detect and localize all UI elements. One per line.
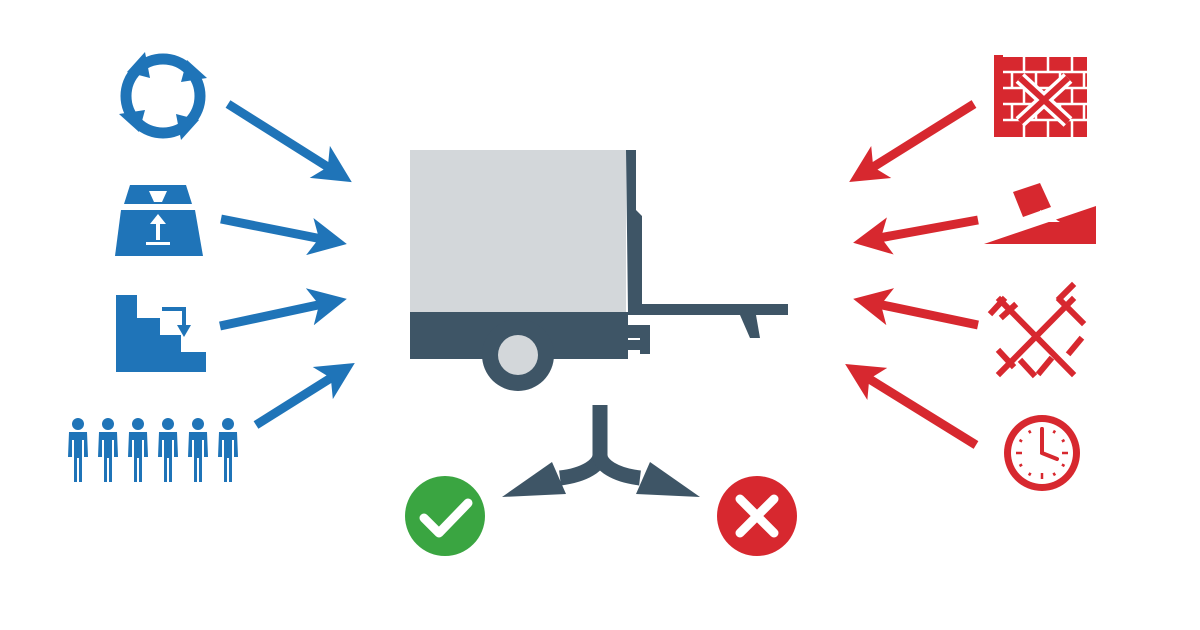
person-figure (188, 418, 208, 482)
clock-tick (1027, 429, 1032, 434)
clock-icon (1004, 415, 1080, 491)
clock-tick (1052, 429, 1057, 434)
box-unload-icon (115, 185, 203, 256)
negative-arrows (845, 100, 979, 449)
person-figure (158, 418, 178, 482)
clock-tick (1027, 472, 1032, 477)
clock-tick (1061, 438, 1066, 443)
recycle-cycle-icon (119, 52, 207, 140)
slope-ramp-icon (984, 183, 1096, 244)
obstacle-cross-icon (987, 281, 1087, 379)
brick-wall-blocked-icon (994, 55, 1087, 137)
person-figure (218, 418, 238, 482)
person-figure (128, 418, 148, 482)
clock-tick (1052, 472, 1057, 477)
box-truck-with-tail-lift-icon (410, 150, 788, 391)
people-group-icon (68, 418, 238, 482)
cross-circle-icon (717, 476, 797, 556)
checkmark-circle-icon (405, 476, 485, 556)
positive-arrows (219, 100, 355, 429)
clock-tick (1018, 463, 1023, 468)
clock-tick (1061, 463, 1066, 468)
forked-arrow-icon (502, 405, 700, 497)
step-down-icon (116, 295, 206, 372)
person-figure (68, 418, 88, 482)
clock-tick (1018, 438, 1023, 443)
person-figure (98, 418, 118, 482)
